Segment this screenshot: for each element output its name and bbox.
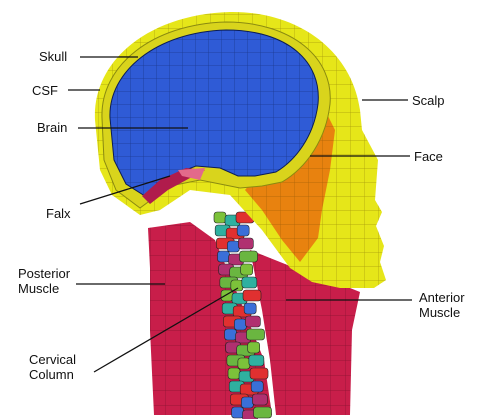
vertebra-block — [250, 368, 268, 379]
vertebra-block — [249, 355, 264, 366]
face-label: Face — [414, 149, 443, 164]
vertebra-block — [238, 358, 250, 369]
anterior-muscle-label-line2: Muscle — [419, 305, 465, 320]
vertebra-block — [218, 251, 230, 262]
vertebra-block — [234, 319, 246, 330]
cervical-column-label: Cervical Column — [29, 352, 76, 382]
vertebra-block — [228, 368, 240, 379]
vertebra-block — [227, 241, 239, 252]
skull-label: Skull — [39, 49, 67, 64]
anterior-muscle-label-line1: Anterior — [419, 290, 465, 305]
vertebra-block — [214, 212, 226, 223]
brain-label: Brain — [37, 120, 67, 135]
anterior-muscle-label: Anterior Muscle — [419, 290, 465, 320]
vertebra-block — [254, 407, 272, 418]
vertebra-block — [238, 238, 253, 249]
vertebra-block — [241, 397, 253, 408]
vertebra-block — [242, 277, 257, 288]
posterior-muscle-label: Posterior Muscle — [18, 266, 70, 296]
scalp-label: Scalp — [412, 93, 445, 108]
vertebra-block — [252, 394, 267, 405]
vertebra-block — [244, 303, 256, 314]
vertebra-block — [243, 290, 261, 301]
cervical-column-label-line2: Column — [29, 367, 76, 382]
vertebra-block — [241, 264, 253, 275]
csf-label: CSF — [32, 83, 58, 98]
vertebra-block — [245, 316, 260, 327]
posterior-muscle-label-line1: Posterior — [18, 266, 70, 281]
posterior-muscle-label-line2: Muscle — [18, 281, 70, 296]
vertebra-block — [251, 381, 263, 392]
vertebra-block — [240, 251, 258, 262]
vertebra-block — [225, 329, 237, 340]
cervical-column-label-line1: Cervical — [29, 352, 76, 367]
vertebra-block — [232, 407, 244, 418]
vertebra-block — [247, 329, 265, 340]
vertebra-block — [248, 342, 260, 353]
vertebra-block — [237, 225, 249, 236]
falx-label: Falx — [46, 206, 71, 221]
